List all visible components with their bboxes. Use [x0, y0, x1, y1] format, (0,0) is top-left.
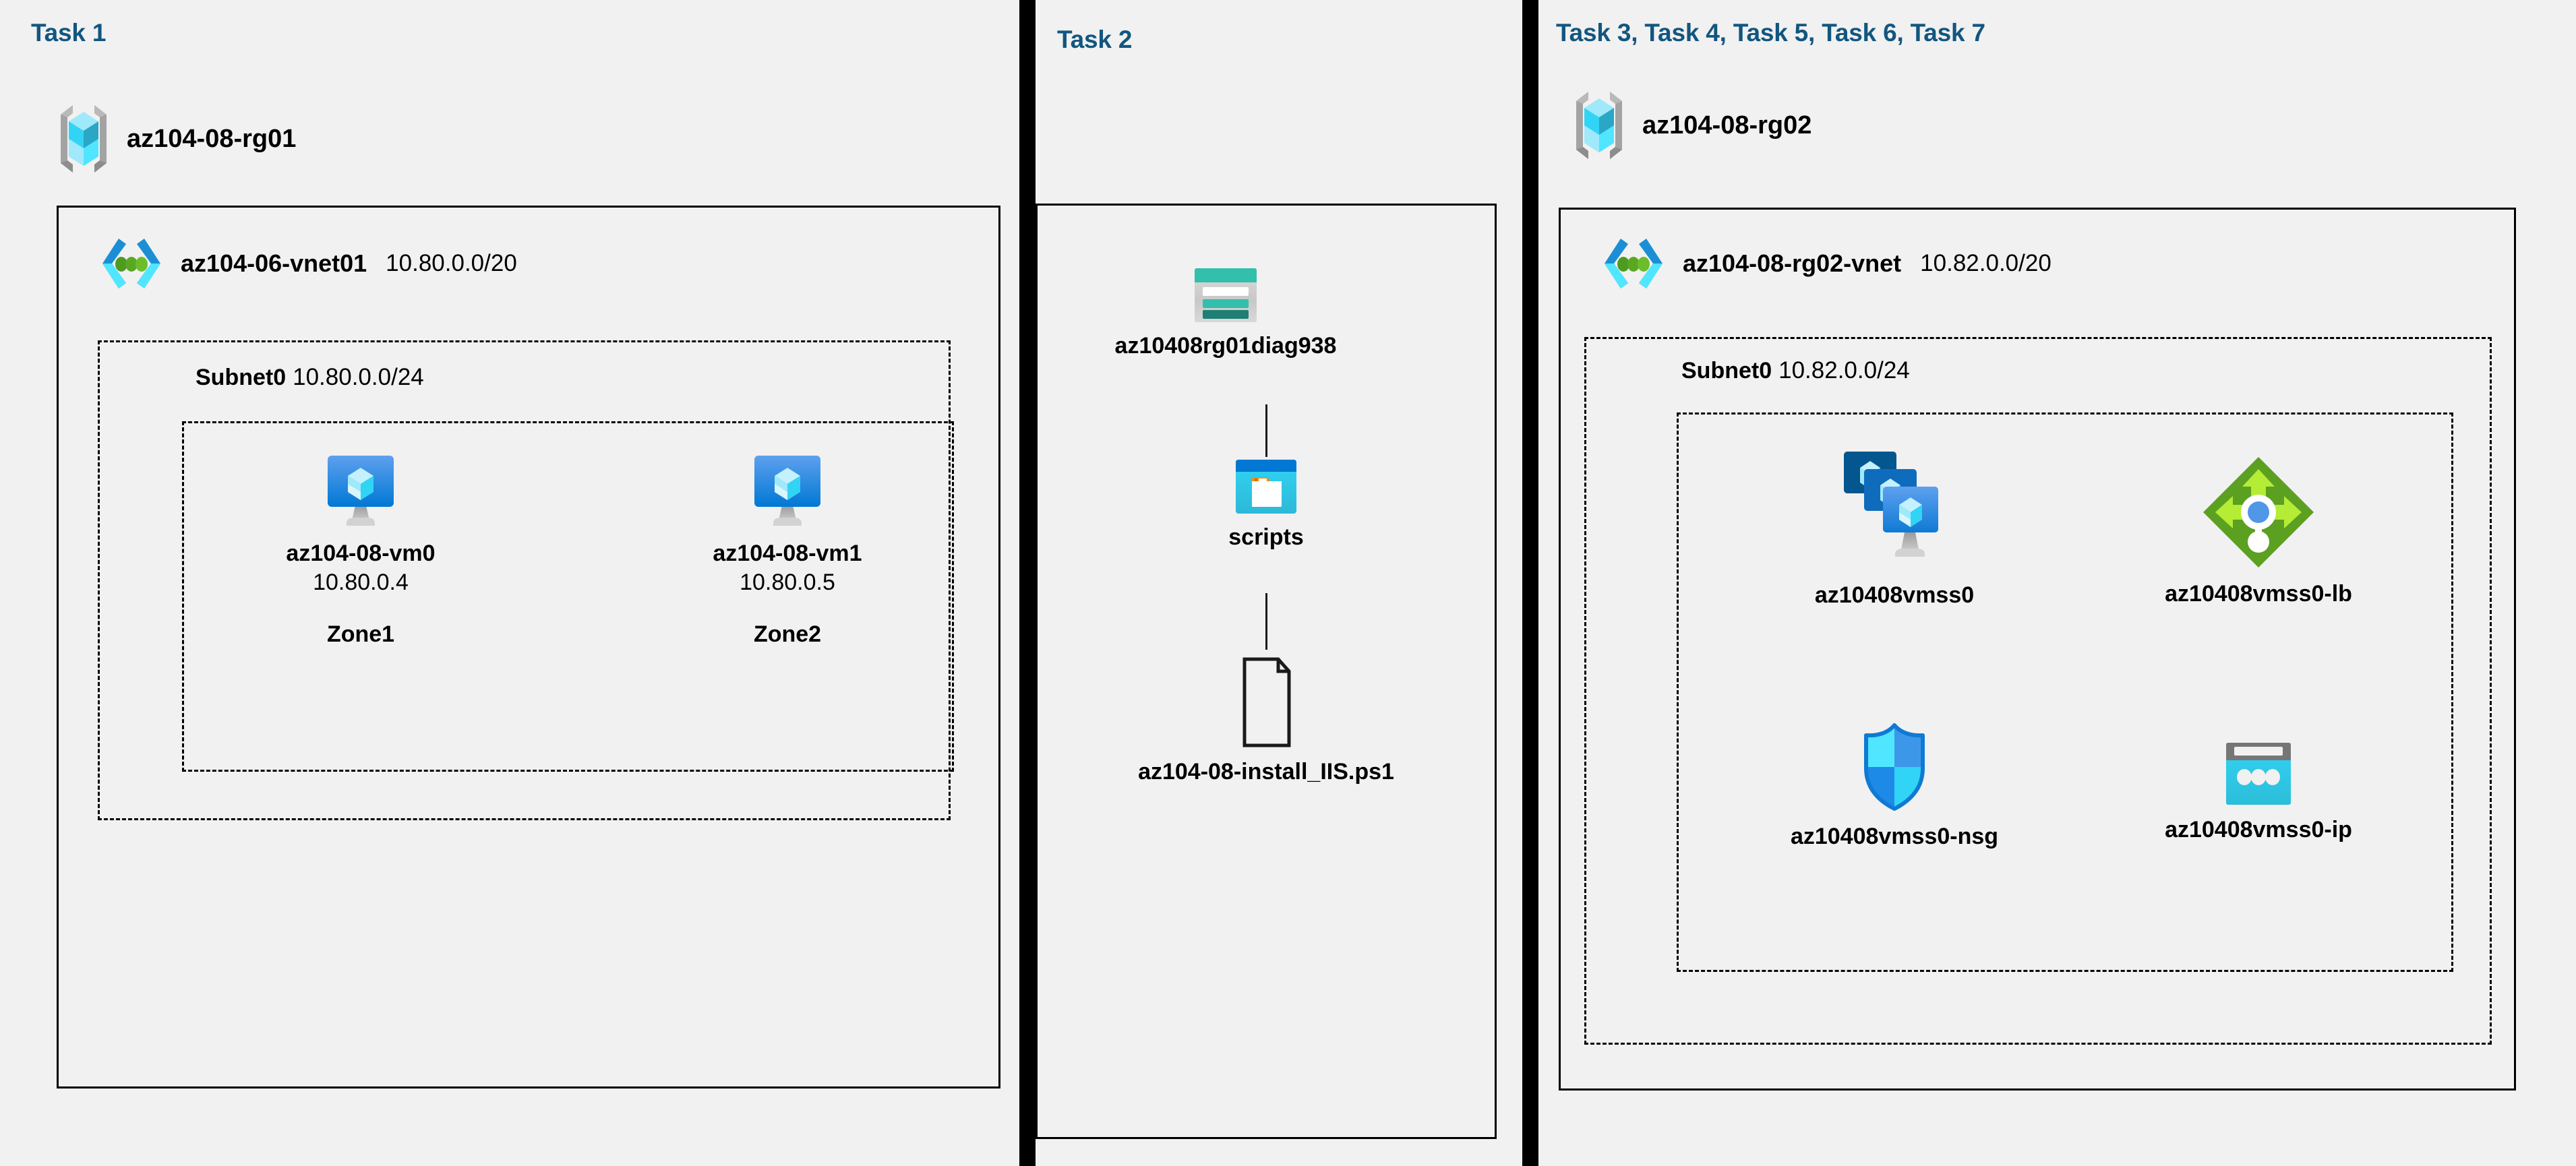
vnet-label-az104-06-vnet01: az104-06-vnet01 10.80.0.0/20 [94, 235, 517, 293]
vm-node-az104-08-vm0: az104-08-vm0 10.80.0.4 Zone1 [260, 453, 462, 648]
script-file-node: az104-08-install_IIS.ps1 [1091, 655, 1441, 785]
subnet-name: Subnet0 [196, 365, 287, 390]
script-file-icon [1234, 655, 1298, 749]
subnet-box-subnet0-rg01 [98, 340, 951, 820]
vnet-cidr: 10.82.0.0/20 [1920, 250, 2051, 276]
connector-container-to-file [1265, 593, 1267, 650]
vm-scale-set-icon [1838, 448, 1950, 573]
vm-zone-label: Zone2 [753, 621, 822, 647]
virtual-machine-icon [324, 453, 398, 531]
resource-group-header-rg02: az104-08-rg02 [1571, 88, 1811, 163]
vm-name: az104-08-vm0 [286, 541, 436, 566]
virtual-machine-icon [750, 453, 825, 531]
task-heading-task2: Task 2 [1057, 26, 1133, 53]
network-security-group-icon [1857, 720, 1932, 814]
public-ip-address-node: az10408vmss0-ip [2110, 740, 2407, 843]
vm-ip-address: 10.80.0.5 [740, 570, 835, 595]
storage-account-name: az10408rg01diag938 [1114, 333, 1337, 359]
vnet-name: az104-06-vnet01 [181, 249, 367, 277]
script-file-name: az104-08-install_IIS.ps1 [1138, 759, 1394, 785]
connector-storage-to-container [1265, 404, 1267, 457]
task-heading-task1: Task 1 [31, 19, 107, 47]
subnet-name: Subnet0 [1681, 358, 1772, 383]
subnet-resources-group-box [1677, 412, 2453, 972]
vm-scale-set-node: az10408vmss0 [1753, 448, 2036, 609]
subnet-cidr: 10.80.0.0/24 [293, 364, 424, 390]
storage-account-node: az10408rg01diag938 [1091, 267, 1360, 359]
panel-divider-1 [1019, 0, 1036, 1166]
vnet-cidr: 10.80.0.0/20 [386, 250, 517, 276]
vm-node-az104-08-vm1: az104-08-vm1 10.80.0.5 Zone2 [686, 453, 889, 648]
blob-container-name: scripts [1228, 524, 1304, 550]
vm-zone-label: Zone1 [326, 621, 395, 647]
availability-zone-group-box [182, 421, 954, 772]
resource-group-icon [55, 101, 112, 177]
load-balancer-name: az10408vmss0-lb [2165, 581, 2352, 607]
vnet-box-az104-06-vnet01 [57, 206, 1000, 1088]
panel-divider-2 [1522, 0, 1538, 1166]
public-ip-address-name: az10408vmss0-ip [2165, 817, 2352, 842]
vm-ip-address: 10.80.0.4 [313, 570, 409, 595]
vnet-name: az104-08-rg02-vnet [1683, 249, 1902, 277]
blob-container-icon [1234, 458, 1298, 515]
resource-group-name: az104-08-rg01 [127, 124, 297, 153]
network-security-group-node: az10408vmss0-nsg [1753, 720, 2036, 850]
vm-name: az104-08-vm1 [713, 541, 862, 566]
load-balancer-node: az10408vmss0-lb [2110, 453, 2407, 607]
task-heading-task3-to-task7: Task 3, Task 4, Task 5, Task 6, Task 7 [1556, 19, 1985, 47]
vnet-label-az104-08-rg02-vnet: az104-08-rg02-vnet 10.82.0.0/20 [1596, 235, 2051, 293]
virtual-network-icon [1596, 235, 1671, 293]
vm-scale-set-name: az10408vmss0 [1814, 582, 1975, 608]
task2-container-box [1036, 204, 1497, 1139]
subnet-box-subnet0-rg02 [1584, 337, 2492, 1045]
resource-group-header-rg01: az104-08-rg01 [55, 101, 296, 177]
resource-group-name: az104-08-rg02 [1642, 111, 1812, 140]
subnet-cidr: 10.82.0.0/24 [1778, 357, 1910, 383]
blob-container-node: scripts [1158, 458, 1374, 551]
public-ip-address-icon [2223, 740, 2294, 807]
virtual-network-icon [94, 235, 169, 293]
load-balancer-icon [2199, 453, 2318, 572]
network-security-group-name: az10408vmss0-nsg [1790, 824, 1999, 849]
resource-group-icon [1571, 88, 1627, 163]
vnet-box-az104-08-rg02-vnet [1559, 208, 2516, 1091]
storage-account-icon [1193, 267, 1258, 324]
